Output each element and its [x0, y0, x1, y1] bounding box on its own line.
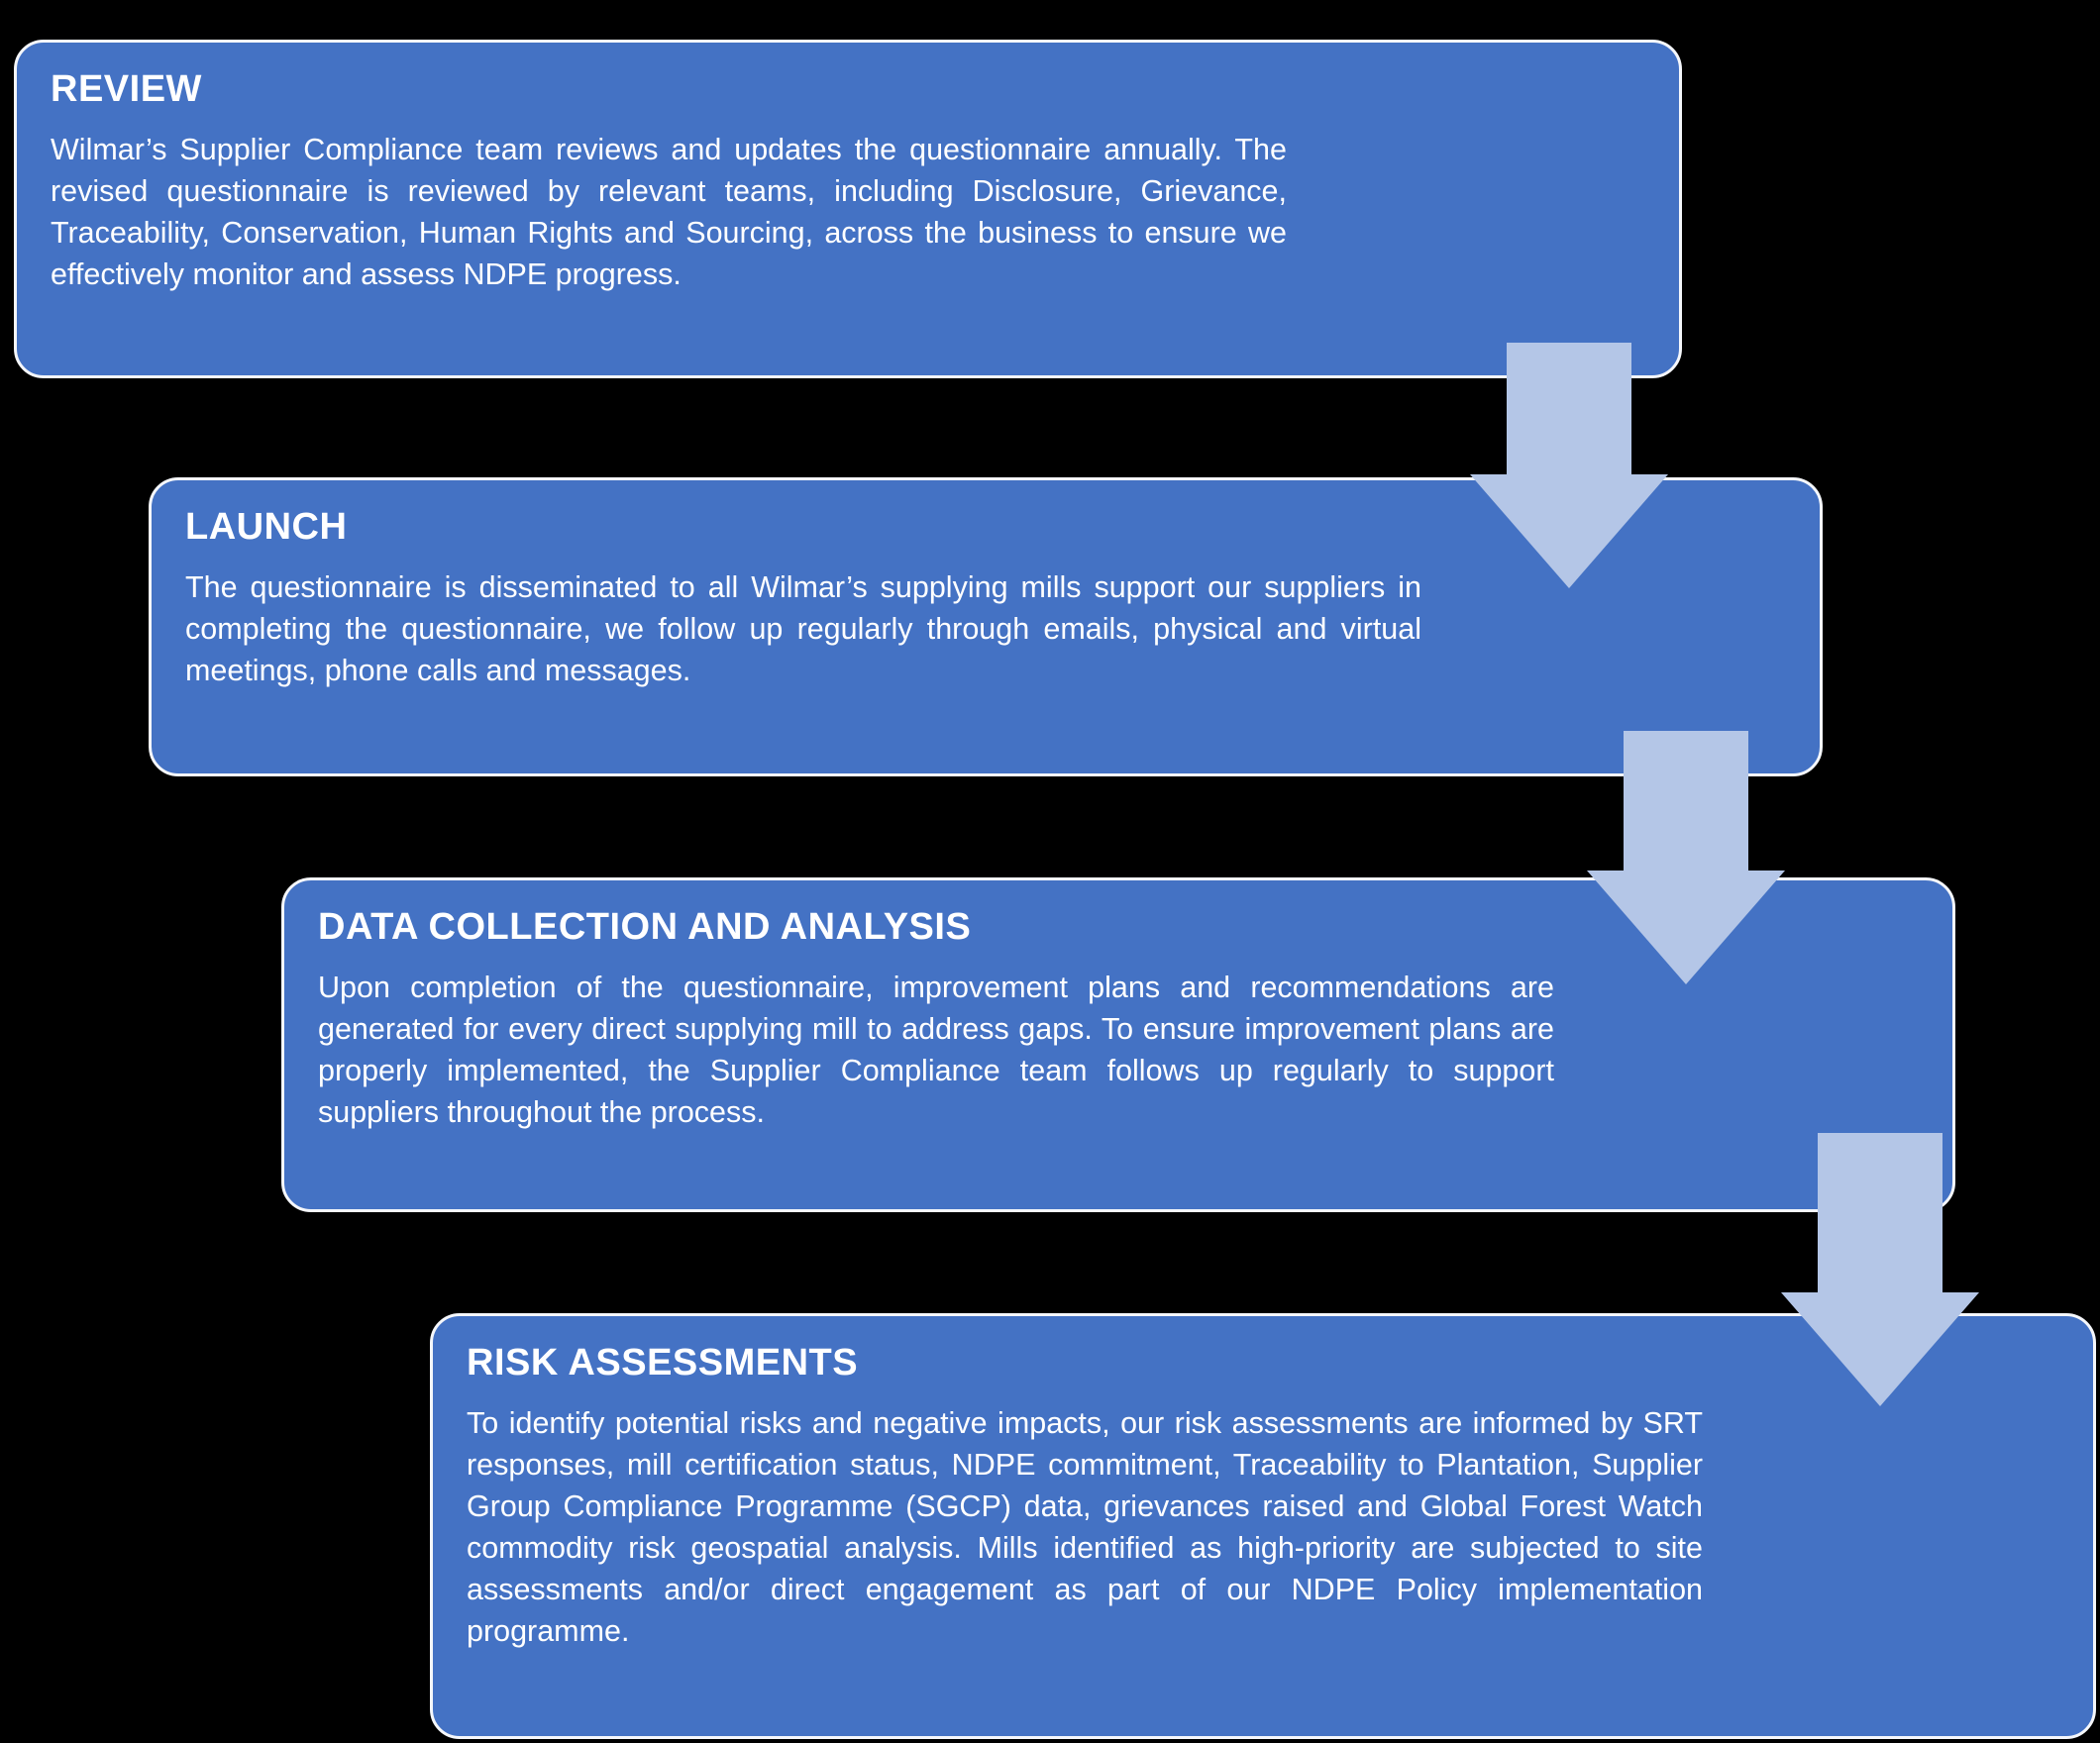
step-content: RISK ASSESSMENTS To identify potential r… — [433, 1316, 2093, 1676]
step-title-data-collection: DATA COLLECTION AND ANALYSIS — [318, 906, 972, 948]
step-box-data-collection: DATA COLLECTION AND ANALYSIS Upon comple… — [281, 877, 1955, 1212]
step-box-risk-assessments: RISK ASSESSMENTS To identify potential r… — [430, 1313, 2096, 1739]
step-box-review: REVIEW Wilmar’s Supplier Compliance team… — [14, 40, 1682, 378]
step-content: REVIEW Wilmar’s Supplier Compliance team… — [17, 43, 1679, 319]
step-content: DATA COLLECTION AND ANALYSIS Upon comple… — [284, 880, 1952, 1157]
step-title-launch: LAUNCH — [185, 506, 348, 548]
step-title-review: REVIEW — [51, 68, 202, 110]
step-title-risk-assessments: RISK ASSESSMENTS — [467, 1342, 859, 1384]
step-body-launch: The questionnaire is disseminated to all… — [185, 570, 1421, 687]
step-body-review: Wilmar’s Supplier Compliance team review… — [51, 133, 1287, 291]
step-content: LAUNCH The questionnaire is disseminated… — [152, 480, 1820, 715]
step-body-data-collection: Upon completion of the questionnaire, im… — [318, 971, 1554, 1129]
step-body-risk-assessments: To identify potential risks and negative… — [467, 1406, 1703, 1648]
down-arrow-icon — [1587, 731, 1785, 984]
down-arrow-icon — [1470, 343, 1668, 588]
down-arrow-icon — [1781, 1133, 1979, 1406]
